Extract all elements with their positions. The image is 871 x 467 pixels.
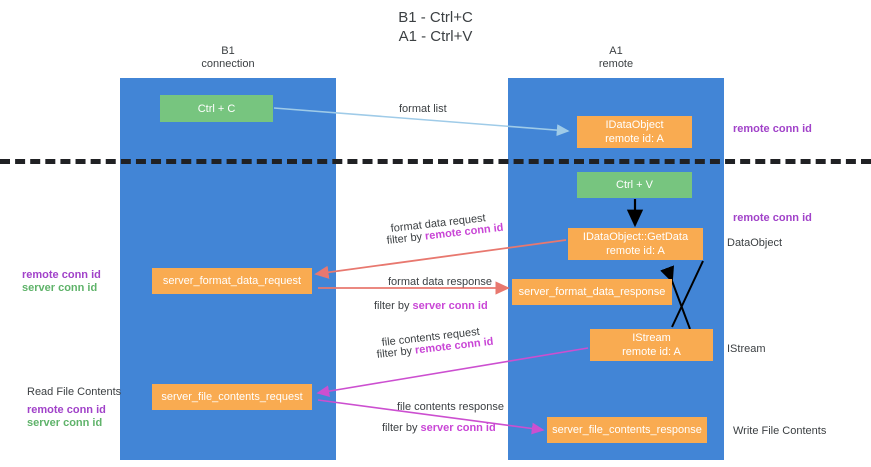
label-file-contents-response-filter: filter by server conn id	[382, 421, 496, 435]
box-idataobject-line1: IDataObject	[605, 119, 664, 131]
box-server-format-data-request[interactable]: server_format_data_request	[152, 268, 312, 294]
note-read-file-contents: Read File Contents	[27, 386, 122, 398]
box-server-file-contents-request-label: server_file_contents_request	[161, 391, 303, 403]
box-idataobject-line2: remote id: A	[605, 133, 664, 145]
box-server-format-data-response[interactable]: server_format_data_response	[512, 279, 672, 305]
note-remote-conn-id-top: remote conn id	[733, 123, 812, 135]
note-left-remote-conn-id-2: remote conn id	[27, 404, 106, 416]
label-filter-prefix: filter by	[386, 230, 426, 247]
box-istream-line1: IStream	[632, 332, 671, 344]
box-server-format-data-response-label: server_format_data_response	[518, 286, 666, 298]
label-filter-value-server-conn-id: server conn id	[412, 300, 488, 312]
phase-divider	[0, 159, 871, 164]
label-file-contents-response: file contents response	[397, 401, 505, 413]
label-format-data-response: format data response	[388, 276, 492, 288]
label-filter-prefix: filter by	[376, 344, 416, 361]
note-left-remote-conn-id-1: remote conn id	[22, 269, 101, 281]
box-ctrl-v-label: Ctrl + V	[616, 179, 653, 191]
box-getdata-line2: remote id: A	[606, 245, 665, 257]
box-istream-line2: remote id: A	[622, 346, 681, 358]
label-filter-value-server-conn-id: server conn id	[420, 422, 496, 434]
box-server-file-contents-response-label: server_file_contents_response	[552, 424, 702, 436]
box-getdata-line1: IDataObject::GetData	[582, 231, 689, 243]
box-ctrl-c[interactable]: Ctrl + C	[160, 95, 273, 122]
column-header-b1: B1 connection	[201, 45, 255, 70]
box-ctrl-c-label: Ctrl + C	[197, 102, 236, 115]
box-istream[interactable]: IStream remote id: A	[590, 329, 713, 361]
diagram-title: B1 - Ctrl+C A1 - Ctrl+V	[398, 9, 473, 45]
box-server-file-contents-response[interactable]: server_file_contents_response	[547, 417, 707, 443]
note-left-server-conn-id-1: server conn id	[22, 282, 98, 294]
note-remote-conn-id-mid: remote conn id	[733, 212, 812, 224]
column-header-a1: A1 remote	[598, 45, 634, 70]
box-idataobject[interactable]: IDataObject remote id: A	[577, 116, 692, 148]
label-format-data-response-filter: filter by server conn id	[374, 299, 488, 313]
label-format-list: format list	[399, 103, 447, 115]
note-dataobject: DataObject	[727, 237, 783, 249]
note-istream: IStream	[727, 343, 766, 355]
box-idataobject-getdata[interactable]: IDataObject::GetData remote id: A	[568, 228, 703, 260]
box-ctrl-v[interactable]: Ctrl + V	[577, 172, 692, 198]
label-filter-prefix: filter by	[382, 422, 421, 434]
box-server-file-contents-request[interactable]: server_file_contents_request	[152, 384, 312, 410]
box-server-format-data-request-label: server_format_data_request	[162, 275, 302, 287]
note-left-server-conn-id-2: server conn id	[27, 417, 103, 429]
label-filter-prefix: filter by	[374, 300, 413, 312]
note-write-file-contents: Write File Contents	[733, 425, 827, 437]
